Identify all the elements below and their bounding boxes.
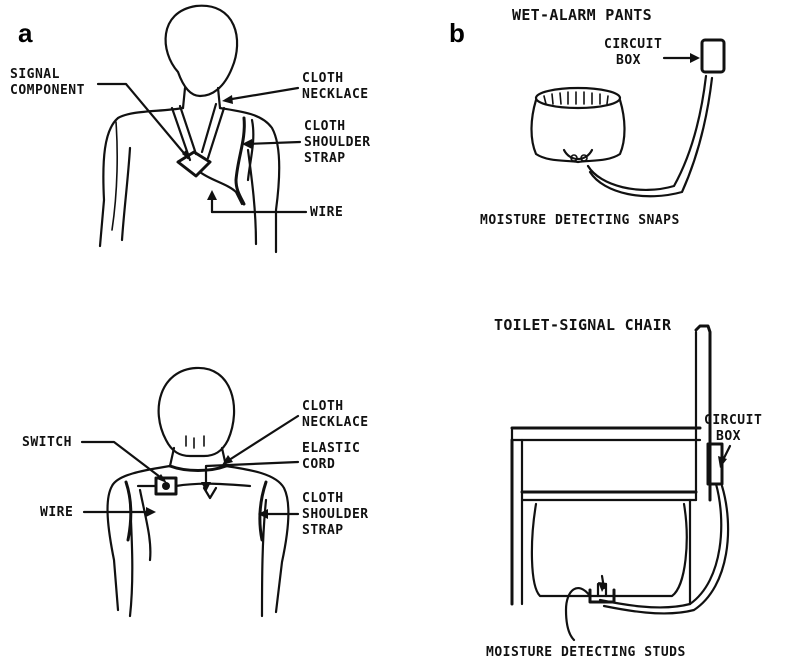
label-cloth-necklace-back-2: NECKLACE	[302, 415, 369, 430]
label-cloth-necklace-front-2: NECKLACE	[302, 87, 369, 102]
label-switch: SWITCH	[22, 435, 72, 450]
label-elastic-cord-1: ELASTIC	[302, 441, 360, 456]
label-cloth-shoulder-back-3: STRAP	[302, 523, 344, 538]
toilet-signal-chair-drawing	[510, 324, 730, 642]
label-cloth-shoulder-back-1: CLOTH	[302, 491, 344, 506]
front-torso-drawing	[98, 4, 281, 254]
label-cloth-necklace-front-1: CLOTH	[302, 71, 344, 86]
title-toilet-signal-chair: TOILET-SIGNAL CHAIR	[494, 316, 672, 334]
wet-alarm-pants-drawing	[530, 38, 726, 198]
label-circuit-box-pants-1: CIRCUIT	[604, 37, 662, 52]
label-cloth-shoulder-back-2: SHOULDER	[302, 507, 369, 522]
label-circuit-box-chair-1: CIRCUIT	[704, 413, 762, 428]
label-signal-component-1: SIGNAL	[10, 67, 60, 82]
leader-cloth-shoulder-front	[244, 140, 302, 146]
label-circuit-box-pants-2: BOX	[616, 53, 641, 68]
panel-label-b: b	[449, 18, 465, 48]
label-signal-component-2: COMPONENT	[10, 83, 85, 98]
leader-elastic-cord	[204, 460, 300, 488]
leader-signal-component	[96, 82, 190, 160]
label-circuit-box-chair-2: BOX	[716, 429, 741, 444]
leader-cloth-necklace-back	[224, 414, 300, 464]
title-wet-alarm-pants: WET-ALARM PANTS	[512, 6, 652, 24]
label-moisture-detecting-studs: MOISTURE DETECTING STUDS	[486, 645, 686, 660]
leader-cloth-necklace-front	[224, 86, 300, 102]
label-elastic-cord-2: CORD	[302, 457, 335, 472]
label-cloth-shoulder-front-3: STRAP	[304, 151, 346, 166]
label-wire-back: WIRE	[40, 505, 73, 520]
leader-switch	[80, 440, 166, 482]
label-wire-front: WIRE	[310, 205, 343, 220]
label-cloth-necklace-back-1: CLOTH	[302, 399, 344, 414]
label-moisture-detecting-snaps: MOISTURE DETECTING SNAPS	[480, 213, 680, 228]
panel-label-a: a	[18, 18, 33, 48]
back-torso-drawing	[106, 366, 290, 618]
label-cloth-shoulder-front-2: SHOULDER	[304, 135, 371, 150]
label-cloth-shoulder-front-1: CLOTH	[304, 119, 346, 134]
